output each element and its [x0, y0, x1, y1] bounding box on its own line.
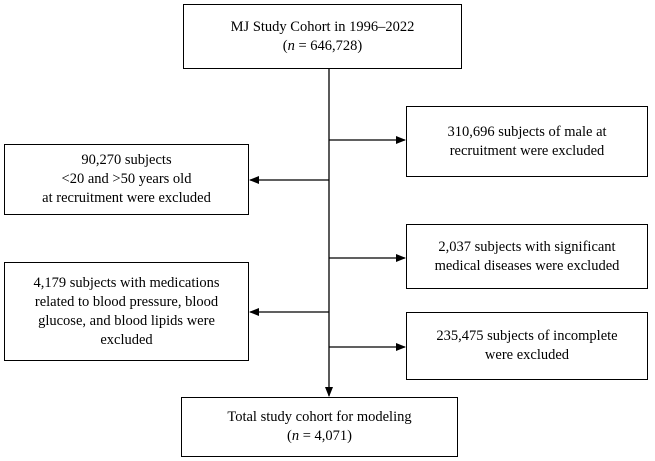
medications-exclusion-line-4: excluded — [100, 331, 153, 348]
study-cohort-title: MJ Study Cohort in 1996–2022 — [230, 18, 415, 35]
incomplete-exclusion-line-2: were excluded — [484, 347, 570, 363]
final-cohort-count: (n = 4,071) — [287, 428, 352, 444]
study-cohort-box: MJ Study Cohort in 1996–2022 (n = 646,72… — [183, 4, 462, 69]
age-exclusion-line-2: <20 and >50 years old — [61, 171, 192, 187]
final-cohort-n-value: = 4,071 — [299, 428, 348, 444]
age-exclusion-line-3: at recruitment were excluded — [42, 190, 211, 206]
male-exclusion-line-2: recruitment were excluded — [449, 142, 605, 159]
final-cohort-box: Total study cohort for modeling (n = 4,0… — [181, 397, 458, 457]
male-exclusion-box: 310,696 subjects of male at recruitment … — [406, 106, 648, 177]
final-cohort-title: Total study cohort for modeling — [227, 409, 412, 425]
male-exclusion-line-1: 310,696 subjects of male at — [447, 123, 607, 140]
medications-exclusion-line-1: 4,179 subjects with medications — [33, 274, 220, 291]
age-exclusion-box: 90,270 subjects <20 and >50 years old at… — [4, 144, 249, 215]
incomplete-exclusion-box: 235,475 subjects of incomplete were excl… — [406, 312, 648, 380]
medications-exclusion-box: 4,179 subjects with medications related … — [4, 262, 249, 361]
incomplete-exclusion-line-1: 235,475 subjects of incomplete — [436, 328, 618, 344]
diseases-exclusion-box: 2,037 subjects with significant medical … — [406, 224, 648, 289]
diseases-exclusion-line-1: 2,037 subjects with significant — [438, 238, 616, 255]
medications-exclusion-line-2: related to blood pressure, blood — [34, 293, 219, 310]
age-exclusion-line-1: 90,270 subjects — [81, 152, 172, 168]
study-cohort-n-symbol: n — [287, 37, 295, 54]
final-cohort-n-symbol: n — [291, 428, 300, 444]
medications-exclusion-line-3: glucose, and blood lipids were — [38, 312, 215, 329]
study-cohort-n-value: = 646,728 — [294, 37, 358, 54]
diseases-exclusion-line-2: medical diseases were excluded — [434, 257, 620, 274]
study-cohort-count: (n = 646,728) — [282, 37, 363, 54]
